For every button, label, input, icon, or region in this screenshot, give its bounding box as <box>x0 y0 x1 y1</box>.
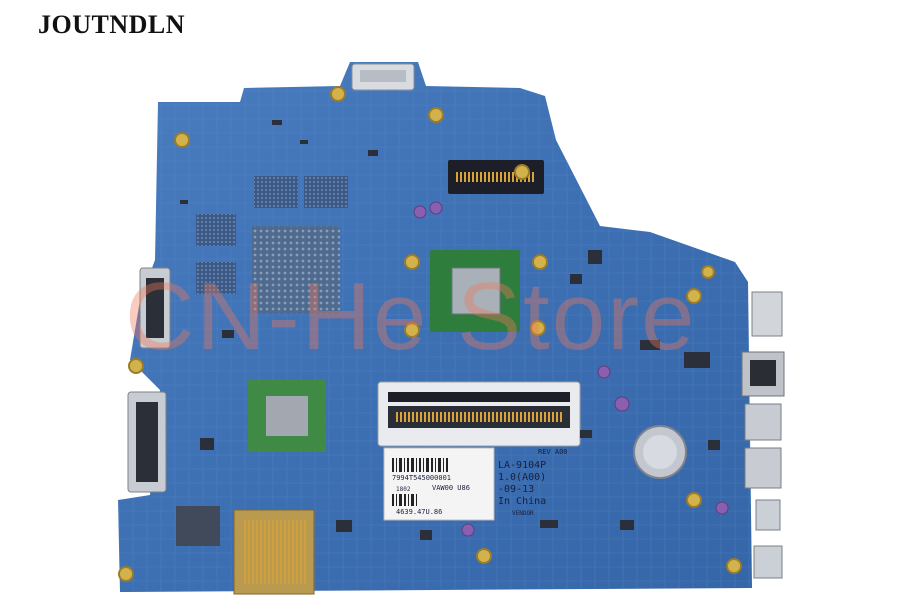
board-origin: In China <box>498 496 547 507</box>
ram-chip <box>304 176 348 208</box>
usb-port <box>744 447 782 489</box>
ram-chip <box>196 262 236 294</box>
audio-jack <box>753 545 783 579</box>
brand-title: JOUTNDLN <box>38 10 186 39</box>
watermark: CN-He Store <box>125 263 697 370</box>
ram-chip <box>196 214 236 246</box>
sticker-serial: 4639.47U.86 <box>396 508 443 516</box>
vendor-label: VENDOR <box>512 510 534 517</box>
sticker-barcode-number: 7994T545000001 <box>392 474 452 482</box>
gpu-bga <box>252 226 340 314</box>
sticker-code: VAW00 U86 <box>432 484 470 492</box>
controller-chip <box>176 506 220 546</box>
sticker-small: 1802 <box>396 486 411 493</box>
board-model: LA-9104P <box>498 460 547 471</box>
usb-port <box>744 403 782 441</box>
mounting-holes <box>118 86 742 582</box>
capacitors <box>413 201 729 537</box>
board-date: -09-13 <box>498 484 535 495</box>
rev-label: REV A00 <box>538 448 568 456</box>
audio-jack <box>755 499 781 531</box>
board-revision: 1.0(A00) <box>498 472 547 483</box>
port-right <box>751 291 783 337</box>
ram-chip <box>254 176 298 208</box>
